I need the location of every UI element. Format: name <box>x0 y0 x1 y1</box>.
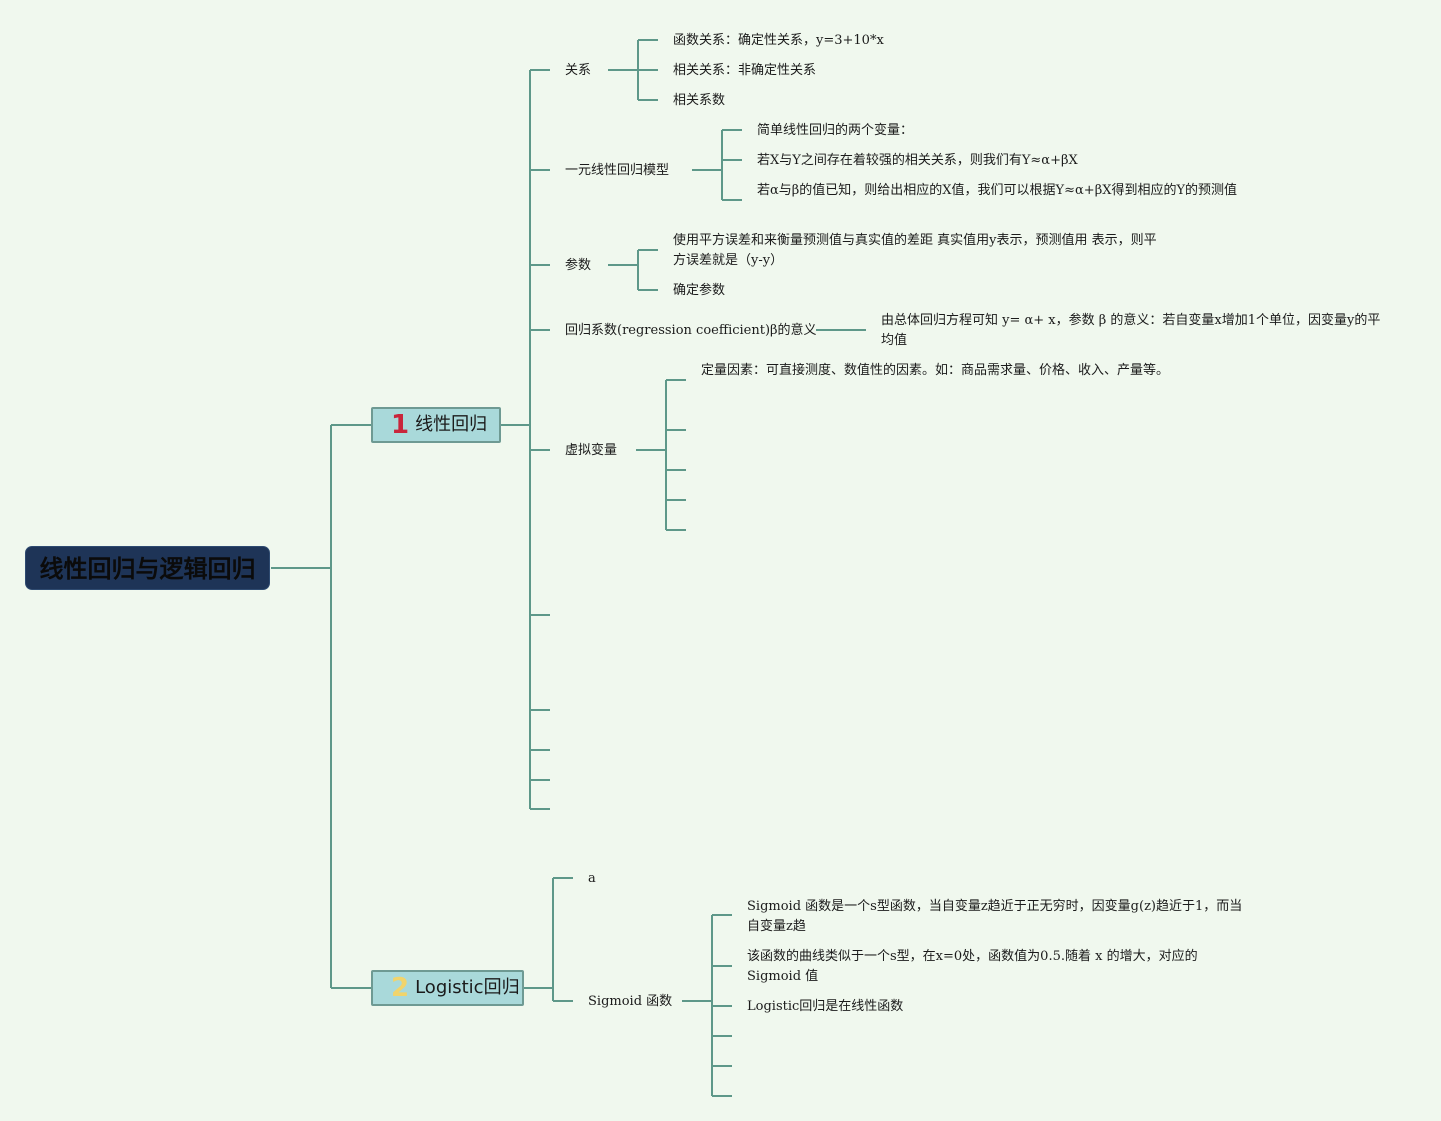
sigmoid-item-curve[interactable]: 该函数的曲线类似于一个s型，在x=0处，函数值为0.5.随着 x 的增大，对应的… <box>747 949 1198 984</box>
branch-index-1: 1 <box>391 410 410 440</box>
topic-regression-coefficient[interactable]: 回归系数(regression coefficient)β的意义 <box>565 323 817 338</box>
relation-item-function[interactable]: 函数关系：确定性关系，y=3+10*x <box>673 33 884 48</box>
connector-logistic <box>523 877 573 1002</box>
connector-root <box>271 424 371 989</box>
branch-linear-regression[interactable]: 1 线性回归 <box>371 407 501 443</box>
params-item-determine[interactable]: 确定参数 <box>673 283 726 298</box>
sigmoid-item-linear-function[interactable]: Logistic回归是在线性函数 <box>747 999 904 1014</box>
model-item-prediction[interactable]: 若α与β的值已知，则给出相应的X值，我们可以根据Y≈α+βX得到相应的Y的预测值 <box>757 183 1238 198</box>
topic-linear-model[interactable]: 一元线性回归模型 <box>565 163 670 178</box>
branch-logistic-regression[interactable]: 2 Logistic回归 <box>371 970 524 1006</box>
connector-params <box>608 249 658 291</box>
branch-label-linear: 线性回归 <box>415 414 488 435</box>
branch-label-logistic: Logistic回归 <box>415 977 520 998</box>
connector-dummy <box>636 379 686 531</box>
root-node[interactable]: 线性回归与逻辑回归 <box>25 546 270 590</box>
root-title: 线性回归与逻辑回归 <box>39 555 256 583</box>
connector-model <box>692 129 742 201</box>
dummy-item-quantitative[interactable]: 定量因素：可直接测度、数值性的因素。如：商品需求量、价格、收入、产量等。 <box>701 363 1170 378</box>
topic-dummy-variable[interactable]: 虚拟变量 <box>565 443 618 458</box>
topic-sigmoid[interactable]: Sigmoid 函数 <box>588 994 673 1009</box>
connector-sigmoid <box>682 914 732 1097</box>
connector-relation <box>608 39 658 101</box>
model-item-two-variables[interactable]: 简单线性回归的两个变量： <box>757 123 914 138</box>
model-item-strong-correlation[interactable]: 若X与Y之间存在着较强的相关关系，则我们有Y≈α+βX <box>757 153 1078 168</box>
sigmoid-item-s-shape[interactable]: Sigmoid 函数是一个s型函数，当自变量z趋近于正无穷时，因变量g(z)趋近… <box>747 899 1243 934</box>
relation-item-coefficient[interactable]: 相关系数 <box>673 93 726 108</box>
coef-item-meaning[interactable]: 由总体回归方程可知 y= α+ x，参数 β 的意义：若自变量x增加1个单位，因… <box>881 313 1381 348</box>
relation-item-correlation[interactable]: 相关关系：非确定性关系 <box>673 63 817 78</box>
topic-a[interactable]: a <box>588 871 596 886</box>
branch-index-2: 2 <box>391 973 410 1003</box>
topic-relation[interactable]: 关系 <box>565 63 592 78</box>
params-item-squared-error[interactable]: 使用平方误差和来衡量预测值与真实值的差距 真实值用y表示，预测值用 表示，则平方… <box>673 233 1157 268</box>
connector-linear <box>500 69 550 810</box>
topic-params[interactable]: 参数 <box>565 258 592 273</box>
